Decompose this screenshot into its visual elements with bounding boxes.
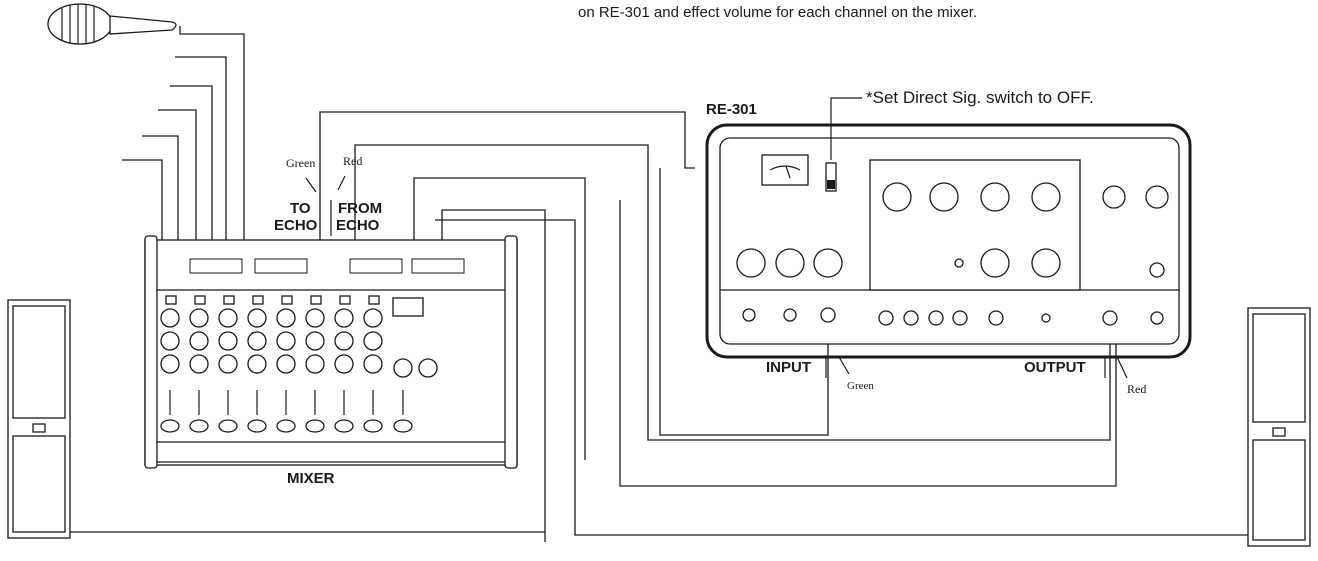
input-cables <box>122 26 245 240</box>
channel-strip <box>363 295 383 433</box>
to-echo-label-line2: ECHO <box>274 217 318 234</box>
mixer-master-section <box>392 297 438 433</box>
direct-sig-switch <box>825 162 837 192</box>
from-echo-label-line2: ECHO <box>336 217 380 234</box>
channel-strip <box>160 295 180 433</box>
mixer-grilles <box>189 258 465 274</box>
left-speaker <box>7 299 71 539</box>
channel-strip <box>334 295 354 433</box>
input-cable-color: Green <box>847 380 874 392</box>
channel-strip <box>305 295 325 433</box>
to-echo-label-line1: TO <box>290 200 311 217</box>
microphone <box>47 3 177 45</box>
re301-jacks <box>742 307 1164 326</box>
output-cable-color: Red <box>1127 382 1146 396</box>
mixer-unit <box>144 235 518 469</box>
top-note: on RE-301 and effect volume for each cha… <box>578 4 977 21</box>
mixer-channels <box>160 295 383 433</box>
channel-strip <box>189 295 209 433</box>
from-echo-label-line1: FROM <box>338 200 382 217</box>
channel-strip <box>276 295 296 433</box>
re301-unit <box>705 123 1192 359</box>
output-label: OUTPUT <box>1024 359 1086 376</box>
input-label: INPUT <box>766 359 811 376</box>
direct-sig-note: *Set Direct Sig. switch to OFF. <box>866 88 1094 107</box>
mixer-label: MIXER <box>287 470 335 487</box>
from-echo-cable-color: Red <box>343 154 362 168</box>
re301-model-label: RE-301 <box>706 101 757 118</box>
echo-cables <box>319 111 1250 542</box>
channel-strip <box>218 295 238 433</box>
re301-knobs <box>736 182 1169 278</box>
right-speaker <box>1247 307 1311 547</box>
vu-meter <box>761 154 809 186</box>
to-echo-cable-color: Green <box>286 156 315 170</box>
channel-strip <box>247 295 267 433</box>
